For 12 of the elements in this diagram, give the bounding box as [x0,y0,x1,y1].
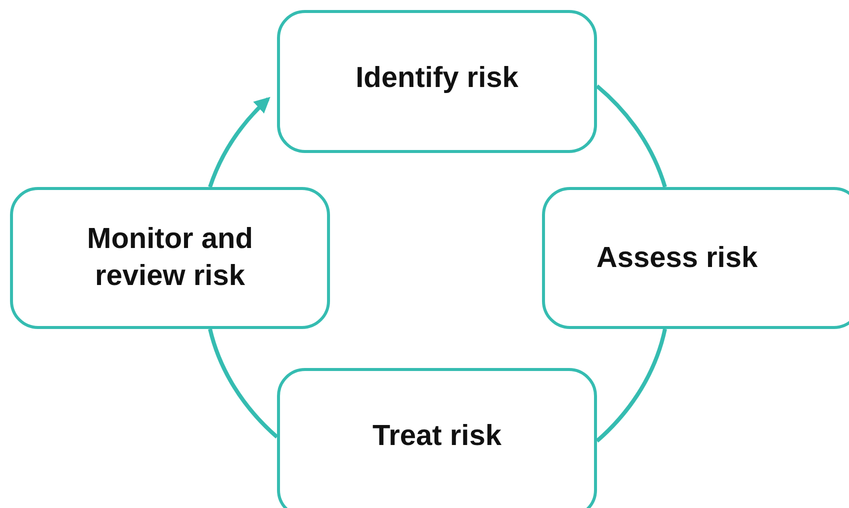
step-label: Treat risk [372,418,502,454]
process-box [542,187,849,329]
arrow [208,96,270,188]
step-label: Assess risk [596,240,758,276]
process-box [10,187,330,329]
connector-arc [596,328,667,442]
connector-arc [208,328,278,438]
connector-arc [596,84,667,188]
process-box [277,368,597,508]
process-box [277,10,597,153]
step-label: Identify risk [356,61,518,96]
step-label: Monitor and review risk [86,222,254,294]
